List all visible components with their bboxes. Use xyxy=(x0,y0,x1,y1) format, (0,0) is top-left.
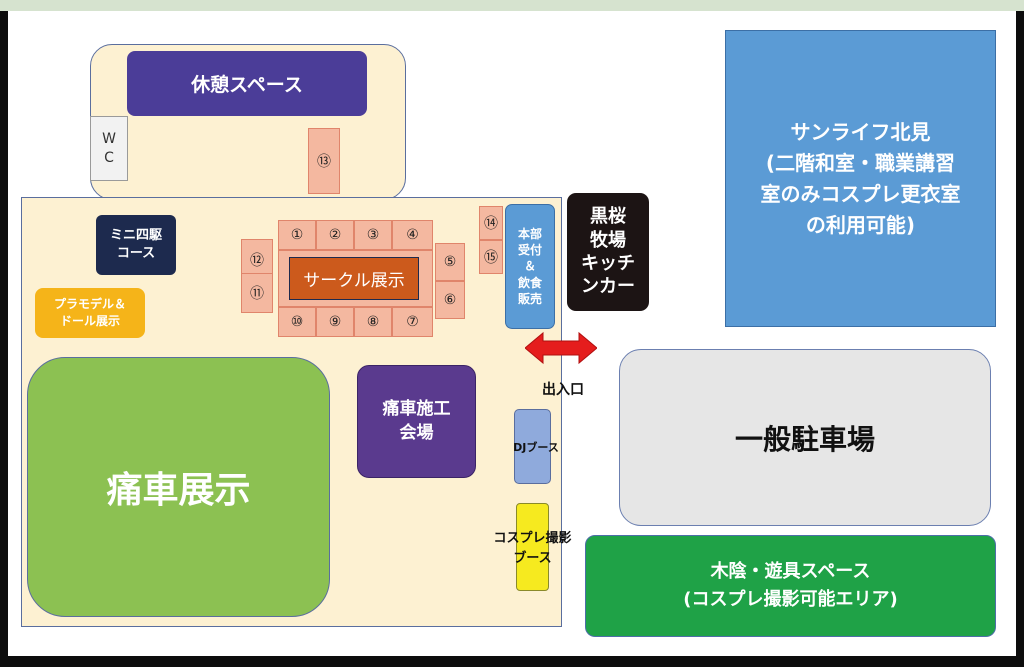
circle-display[interactable]: サークル展示 xyxy=(289,257,419,300)
booth-8-label: ⑧ xyxy=(366,314,380,330)
plamodel-display[interactable]: プラモデル＆ ドール展示 xyxy=(35,288,145,338)
booth-9[interactable]: ⑨ xyxy=(316,307,354,337)
booth-14[interactable]: ⑭ xyxy=(479,206,503,240)
booth-1-label: ① xyxy=(290,227,304,243)
cosplay-photo-booth[interactable] xyxy=(516,503,549,591)
booth-13[interactable]: ⑬ xyxy=(308,128,340,194)
rest-space-label: 休憩スペース xyxy=(191,74,303,96)
dj-booth-label: DJブース xyxy=(501,439,571,457)
booth-13-label: ⑬ xyxy=(317,154,331,170)
dj-booth[interactable] xyxy=(514,409,551,484)
booth-12-label: ⑫ xyxy=(250,253,264,269)
wc[interactable]: W C xyxy=(90,116,128,181)
parking-label: 一般駐車場 xyxy=(734,422,875,456)
itasha-work-area[interactable]: 痛車施工 会場 xyxy=(357,365,476,478)
booth-4[interactable]: ④ xyxy=(392,220,433,250)
mini4wd-course[interactable]: ミニ四駆 コース xyxy=(96,215,176,275)
booth-7-label: ⑦ xyxy=(406,314,419,330)
booth-2[interactable]: ② xyxy=(316,220,354,250)
mini4wd-label: ミニ四駆 コース xyxy=(109,227,162,261)
booth-1[interactable]: ① xyxy=(278,220,316,250)
booth-15-label: ⑮ xyxy=(484,250,498,266)
shade-area-label: 木陰・遊具スペース (コスプレ撮影可能エリア) xyxy=(683,561,898,610)
booth-5[interactable]: ⑤ xyxy=(435,243,465,281)
booth-3-label: ③ xyxy=(366,227,380,243)
itasha-display[interactable]: 痛車展示 xyxy=(27,357,330,617)
booth-2-label: ② xyxy=(328,227,342,243)
rest-space[interactable]: 休憩スペース xyxy=(127,51,367,116)
kitchen-car[interactable]: 黒桜 牧場 キッチ ンカー xyxy=(567,193,649,311)
entrance-text: 出入口 xyxy=(542,382,584,398)
general-parking[interactable]: 一般駐車場 xyxy=(619,349,991,526)
booth-3[interactable]: ③ xyxy=(354,220,392,250)
itasha-display-label: 痛車展示 xyxy=(106,470,251,511)
kitchen-car-label: 黒桜 牧場 キッチ ンカー xyxy=(581,206,635,298)
venue-map: 休憩スペース W C ⑬ ミニ四駆 コース プラモデル＆ ドール展示 ① ② ③… xyxy=(8,11,1016,656)
dj-text: DJブース xyxy=(513,441,559,454)
cosplay-photo-booth-label: コスプレ撮影 ブース xyxy=(475,526,590,572)
booth-9-label: ⑨ xyxy=(328,314,342,330)
wc-label: W C xyxy=(102,131,116,166)
entrance-label: 出入口 xyxy=(542,379,612,401)
shade-play-area[interactable]: 木陰・遊具スペース (コスプレ撮影可能エリア) xyxy=(585,535,996,637)
reception-food-sales[interactable]: 本部 受付 ＆ 飲食 販売 xyxy=(505,204,555,329)
booth-7[interactable]: ⑦ xyxy=(392,307,433,337)
booth-11-label: ⑪ xyxy=(250,286,264,302)
booth-8[interactable]: ⑧ xyxy=(354,307,392,337)
sunlife-kitami[interactable]: サンライフ北見 (二階和室・職業講習 室のみコスプレ更衣室 の利用可能) xyxy=(725,30,996,327)
booth-6[interactable]: ⑥ xyxy=(435,281,465,319)
reception-label: 本部 受付 ＆ 飲食 販売 xyxy=(517,227,542,306)
booth-14-label: ⑭ xyxy=(484,216,498,232)
booth-15[interactable]: ⑮ xyxy=(479,240,503,274)
booth-10-label: ⑩ xyxy=(290,314,304,330)
booth-5-label: ⑤ xyxy=(443,254,457,270)
circle-display-label: サークル展示 xyxy=(303,271,405,291)
booth-6-label: ⑥ xyxy=(443,292,457,308)
cosplay-booth-text: コスプレ撮影 ブース xyxy=(493,530,572,566)
sunlife-label: サンライフ北見 (二階和室・職業講習 室のみコスプレ更衣室 の利用可能) xyxy=(760,119,961,237)
top-strip xyxy=(0,0,1024,11)
entrance-arrow xyxy=(525,331,597,365)
plamodel-label: プラモデル＆ ドール展示 xyxy=(53,297,126,328)
booth-11[interactable]: ⑪ xyxy=(241,273,273,313)
itasha-work-label: 痛車施工 会場 xyxy=(382,398,451,443)
booth-10[interactable]: ⑩ xyxy=(278,307,316,337)
booth-4-label: ④ xyxy=(406,227,419,243)
